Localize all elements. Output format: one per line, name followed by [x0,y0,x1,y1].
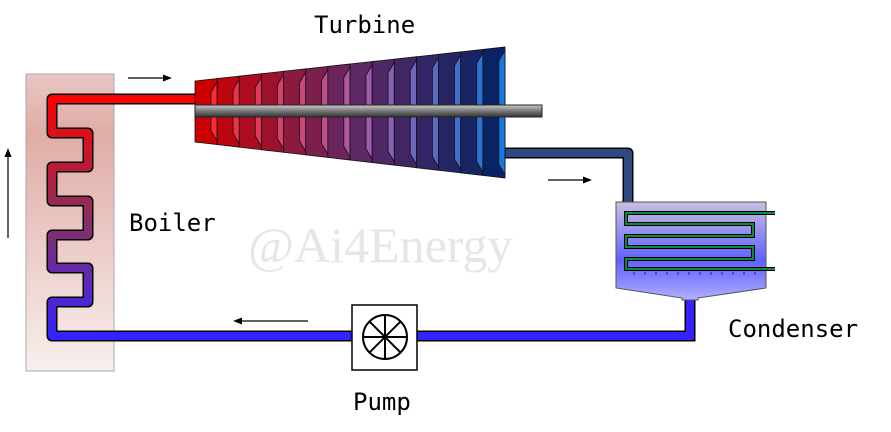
boiler-coil [48,95,196,340]
condenser-coil [625,212,775,270]
flow-arrow-right-icon [128,74,172,82]
turbine-shaft [194,104,543,118]
feedwater-pipe [88,296,694,340]
boiler [25,73,115,372]
pump-label: Pump [353,388,411,416]
flow-arrow-right-icon [548,176,592,184]
condenser [615,201,767,301]
flow-arrow-up-icon [4,148,12,238]
exhaust-pipe-outline [505,147,634,204]
condenser-label: Condenser [728,315,858,343]
condensate-drops [633,272,756,275]
boiler-label: Boiler [129,209,216,237]
turbine-label: Turbine [314,11,415,39]
watermark: @Ai4Energy [248,217,513,273]
pump-impeller-icon [362,314,408,360]
exhaust-pipe [505,149,632,204]
flow-arrow-left-icon [233,317,308,325]
